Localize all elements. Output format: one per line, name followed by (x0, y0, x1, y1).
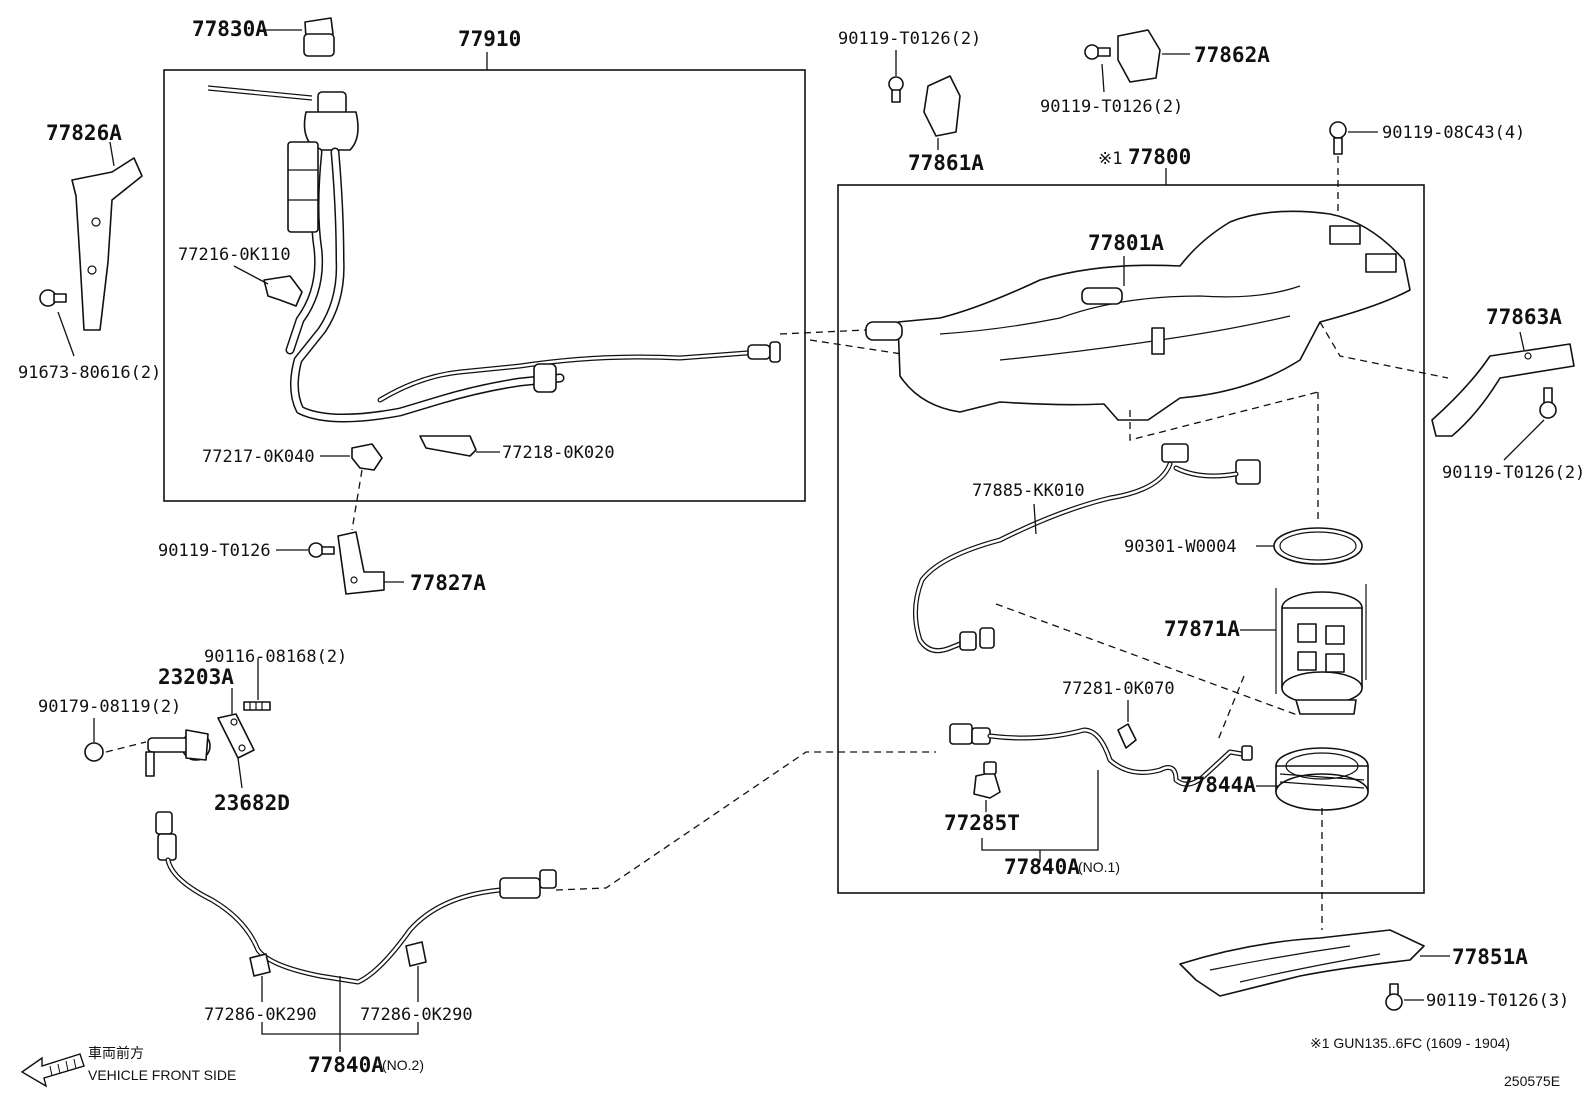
clip-part-77286-0K290-left (249, 953, 271, 977)
bracket-part-77861A (923, 75, 961, 137)
bracket-part-77827A (337, 531, 385, 595)
part-23203A (145, 729, 211, 777)
label-77840A-no1: 77840A (1004, 855, 1080, 879)
label-77871A: 77871A (1164, 617, 1240, 641)
fuel-tank-part-77801A (865, 210, 1411, 421)
label-77285T: 77285T (944, 811, 1020, 835)
label-91673-80616: 91673-80616(2) (18, 363, 161, 383)
label-90301-W0004: 90301-W0004 (1124, 537, 1237, 557)
clip-part-77217-0K040 (351, 443, 383, 471)
assembly-box-77910 (163, 69, 806, 502)
nut-part-90179-08119 (84, 742, 104, 762)
label-77801A: 77801A (1088, 231, 1164, 255)
label-77863A: 77863A (1486, 305, 1562, 329)
label-77885-KK010: 77885-KK010 (972, 481, 1085, 501)
diagram-code: 250575E (1504, 1073, 1560, 1089)
fuel-sender-wire-part-77840A-no1 (949, 723, 1253, 787)
label-90119-T0126-2a: 90119-T0126(2) (838, 29, 981, 49)
label-77800-mark: ※1 (1098, 149, 1122, 169)
bracket-part-77862A (1117, 29, 1161, 83)
strap-part-77863A (1431, 343, 1575, 437)
label-77281-0K070: 77281-0K070 (1062, 679, 1175, 699)
label-90179-08119: 90179-08119(2) (38, 697, 181, 717)
bolt-part-90119-T0126-2a (888, 76, 904, 103)
clamp-part-77218-0K020 (419, 435, 477, 457)
label-90116-08168: 90116-08168(2) (204, 647, 347, 667)
bolt-part-90119-T0126-3 (1385, 983, 1403, 1011)
label-77216-0K110: 77216-0K110 (178, 245, 291, 265)
label-77830A: 77830A (192, 17, 268, 41)
label-77286-0K290-left: 77286-0K290 (204, 1005, 317, 1025)
direction-label-jp: 車両前方 (88, 1045, 144, 1061)
bolt-part-91673-80616 (39, 289, 67, 307)
label-77286-0K290-right: 77286-0K290 (360, 1005, 473, 1025)
bolt-part-90119-T0126-2c (1539, 387, 1557, 419)
label-77826A: 77826A (46, 121, 122, 145)
label-90119-T0126-3: 90119-T0126(3) (1426, 991, 1569, 1011)
bracket-part-77826A (71, 157, 143, 331)
label-77840A-no1-suffix: (NO.1) (1078, 859, 1120, 875)
label-77851A: 77851A (1452, 945, 1528, 969)
bolt-part-90119-T0126-2b (1084, 44, 1111, 60)
label-77844A: 77844A (1180, 773, 1256, 797)
clip-part-77285T (973, 761, 1001, 799)
fuel-sender-wire-part-77840A-no2 (155, 811, 557, 985)
filler-pipe-part-77910 (207, 85, 781, 423)
direction-label-en: VEHICLE FRONT SIDE (88, 1067, 236, 1083)
retainer-ring-part-77844A (1275, 747, 1369, 811)
label-23203A: 23203A (158, 665, 234, 689)
assembly-box-77800 (837, 184, 1425, 894)
bolt-part-90119-T0126 (308, 542, 335, 558)
label-77840A-no2: 77840A (308, 1053, 384, 1077)
clip-part-77281-0K070 (1117, 723, 1137, 749)
applicability-note: ※1 GUN135..6FC (1609 - 1904) (1310, 1035, 1510, 1051)
protector-part-77851A (1179, 929, 1425, 997)
clip-part-77216-0K110 (263, 275, 303, 307)
label-77218-0K020: 77218-0K020 (502, 443, 615, 463)
bolt-part-90119-08C43 (1329, 121, 1347, 155)
fuel-pump-assembly-part-77871A (1275, 584, 1367, 715)
wire-harness-part-77885-KK010 (913, 443, 1261, 654)
label-77862A: 77862A (1194, 43, 1270, 67)
label-77217-0K040: 77217-0K040 (202, 447, 315, 467)
label-77827A: 77827A (410, 571, 486, 595)
label-90119-08C43: 90119-08C43(4) (1382, 123, 1525, 143)
stud-part-90116-08168 (243, 701, 271, 711)
vehicle-front-arrow-icon (20, 1053, 85, 1088)
label-77910: 77910 (458, 27, 521, 51)
label-23682D: 23682D (214, 791, 290, 815)
label-90119-T0126: 90119-T0126 (158, 541, 271, 561)
label-77800: 77800 (1128, 145, 1191, 169)
label-77840A-no2-suffix: (NO.2) (382, 1057, 424, 1073)
label-77861A: 77861A (908, 151, 984, 175)
fuel-cap-part-77830A (303, 17, 335, 57)
label-90119-T0126-2b: 90119-T0126(2) (1040, 97, 1183, 117)
o-ring-part-90301-W0004 (1273, 527, 1363, 565)
clip-part-77286-0K290-right (405, 941, 427, 967)
gasket-part-23682D (217, 713, 255, 759)
label-90119-T0126-2c: 90119-T0126(2) (1442, 463, 1585, 483)
